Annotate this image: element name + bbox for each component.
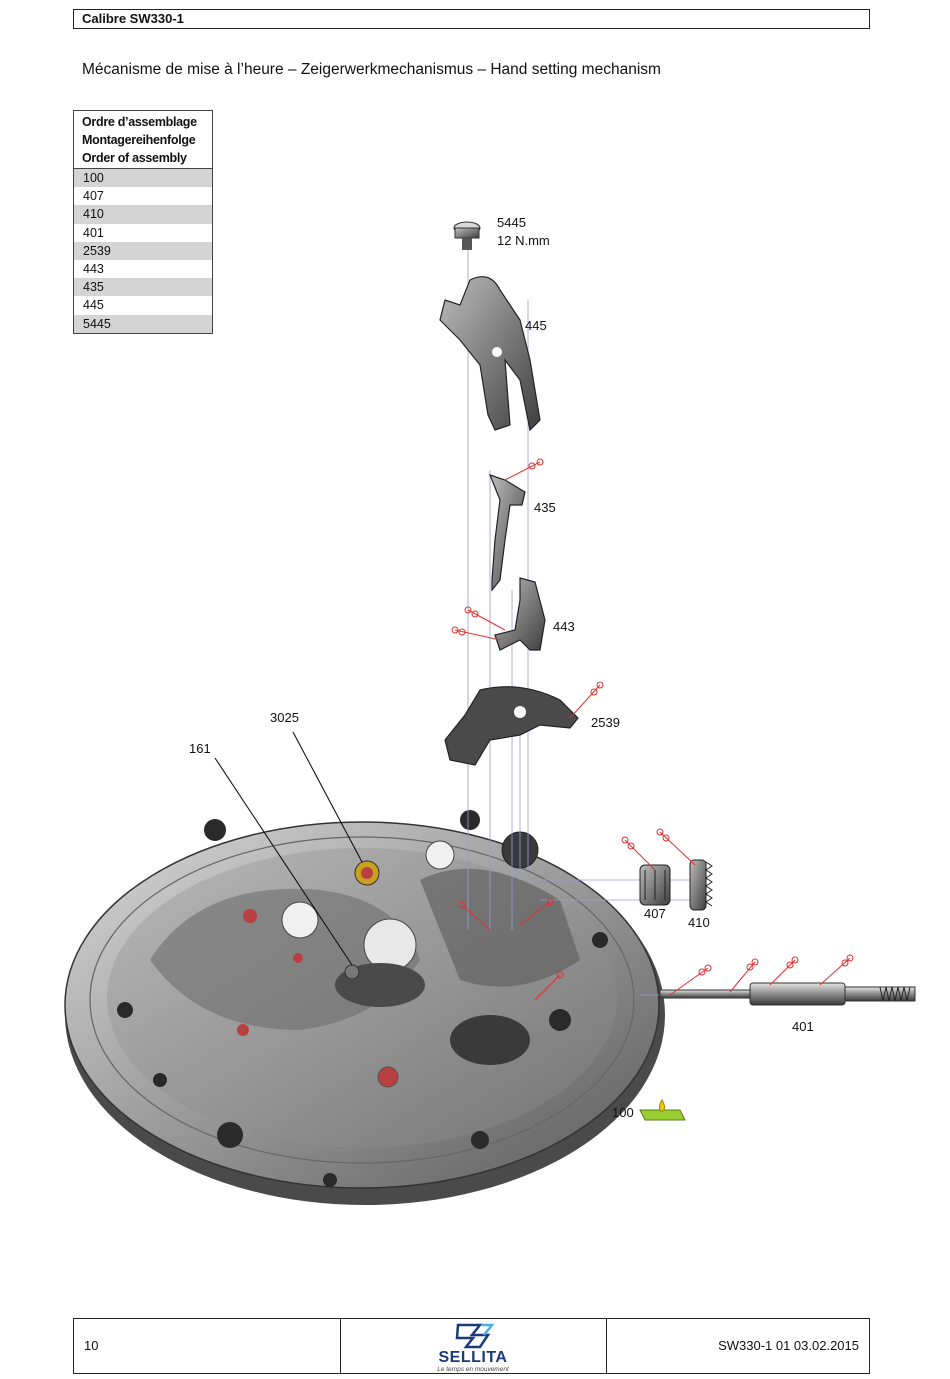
footer-right-cell: SW330-1 01 03.02.2015 [606, 1319, 869, 1373]
label-3025: 3025 [270, 710, 299, 725]
label-161: 161 [189, 741, 211, 756]
label-443: 443 [553, 619, 575, 634]
part-2539-hole [514, 706, 526, 718]
part-443 [495, 578, 545, 650]
label-2539: 2539 [591, 715, 620, 730]
label-445: 445 [525, 318, 547, 333]
footer-logo-cell: SELLITA Le temps en mouvement [340, 1319, 607, 1373]
screw-5445 [454, 222, 480, 250]
label-5445: 5445 [497, 215, 526, 230]
page-number: 10 [84, 1338, 98, 1353]
part-2539 [445, 687, 578, 765]
footer-left-cell: 10 [74, 1319, 341, 1373]
brand-name: SELLITA [340, 1349, 606, 1367]
document-reference: SW330-1 01 03.02.2015 [718, 1338, 859, 1353]
main-plate [65, 810, 665, 1205]
part-401-stem [660, 983, 915, 1005]
sellita-logo-icon [340, 1321, 606, 1351]
label-410: 410 [688, 915, 710, 930]
part-407 [640, 865, 670, 905]
label-100: 100 [612, 1105, 634, 1120]
part-445 [440, 277, 540, 430]
label-torque: 12 N.mm [497, 233, 550, 248]
label-407: 407 [644, 906, 666, 921]
brand-tagline: Le temps en mouvement [340, 1366, 606, 1373]
label-401: 401 [792, 1019, 814, 1034]
part-410 [690, 860, 712, 910]
label-435: 435 [534, 500, 556, 515]
part-435 [490, 475, 525, 590]
part-445-hole [492, 347, 502, 357]
oil-symbol-100 [640, 1100, 685, 1120]
exploded-diagram: 5445 12 N.mm 445 435 443 2539 3025 161 4… [0, 0, 950, 1310]
footer: 10 SELLITA Le temps en mouvement SW330-1… [73, 1318, 870, 1374]
